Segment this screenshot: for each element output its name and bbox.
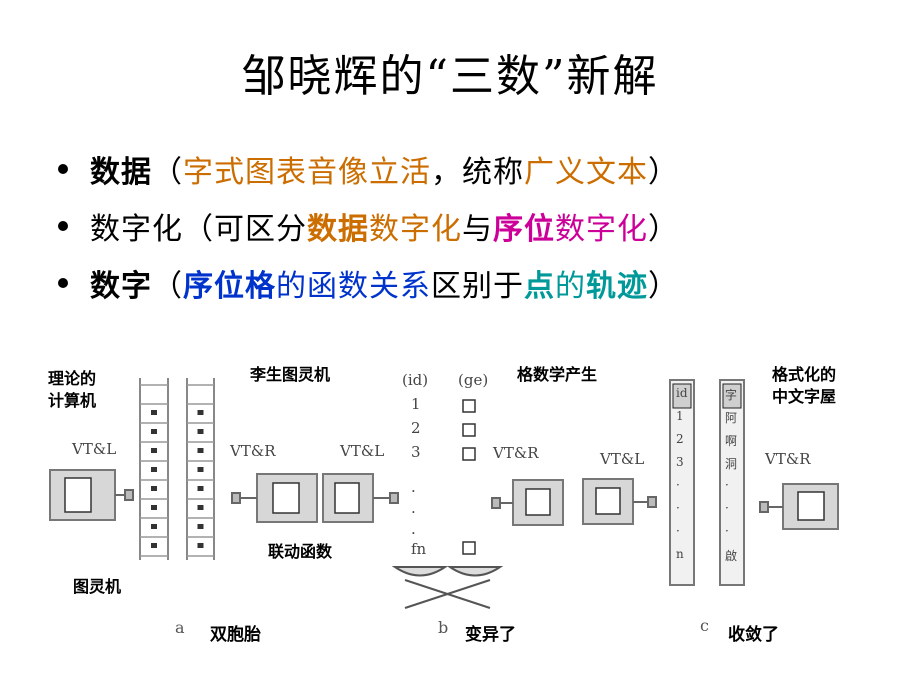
label-linked-function: 联动函数 [268,542,333,561]
caption-c-text: 收敛了 [728,625,779,645]
bullet-text: 数字（序位格的函数关系区别于点的轨迹） [90,261,679,305]
bullet-segment: 数字化（可区分 [90,211,307,247]
id-value: fn [411,540,427,558]
bullet-segment: 数据 [90,154,152,190]
bullet-segment: 字式图表音像立活 [183,154,431,190]
machine-label: VT&R [765,450,811,468]
strip-cell: 字 [725,388,738,402]
strip-cell: 1 [676,409,684,423]
caption-b-letter: b [438,618,449,637]
bullet-segment: 数字化 [555,211,648,247]
label-turing-machine: 图灵机 [73,577,122,596]
slide-title: 邹晓辉的“三数”新解 [241,51,659,102]
strip-cell: id [676,386,688,400]
bullet-segment: ） [648,154,679,190]
bullet-segment: 与 [462,211,493,247]
bullet-text: 数据（字式图表音像立活，统称广义文本） [90,147,679,191]
id-column-header: (id) [402,371,429,389]
bullet-segment: 区别于 [431,268,524,304]
bullet-dot [58,277,68,288]
caption-a-text: 双胞胎 [210,625,261,645]
strip-cell: n [676,547,684,561]
label-chinese-room: 格式化的 中文字屋 [772,365,837,406]
strip-cell: 洞 [725,457,738,471]
bullet-segment: 点 [524,268,555,304]
bullet-segment: 轨迹 [586,268,648,304]
bullet-dot [58,220,68,231]
bullet-segment: ） [648,268,679,304]
bullet-segment: 的函数关系 [276,268,431,304]
bullet-segment: ，统称 [431,154,524,190]
strip-cell: 阿 [725,411,738,425]
machine-label: VT&R [230,442,276,460]
id-value: 3 [411,443,421,461]
id-value: 2 [411,419,421,437]
bullet-segment: 序位 [493,211,555,247]
bullet-segment: 数据 [307,211,369,247]
bullet-list: 数据（字式图表音像立活，统称广义文本） 数字化（可区分数据数字化与序位数字化） … [58,140,878,311]
bullet-dot [58,163,68,174]
bullet-segment: （ [152,154,183,190]
caption-a-letter: a [175,618,185,637]
machine-label: VT&R [493,444,539,462]
caption-b-text: 变异了 [465,625,516,645]
strip-cell: · [676,524,680,538]
bullet-segment: ） [648,211,679,247]
label-twin-turing: 李生图灵机 [250,365,331,384]
strip-cell: · [725,524,729,538]
machine-label: VT&L [72,440,117,458]
bullet-segment: 数字 [90,268,152,304]
id-value: · [411,482,416,500]
machine-label: VT&L [600,450,645,468]
strip-cell: 啟 [725,549,738,563]
strip-cell: · [725,478,729,492]
caption-c-letter: c [700,616,709,635]
id-value: 1 [411,395,421,413]
bullet-digits: 数字（序位格的函数关系区别于点的轨迹） [58,254,878,311]
id-value: · [411,503,416,521]
bullet-segment: 广义文本 [524,154,648,190]
strip-cell: 啊 [725,434,738,448]
machine-label: VT&L [340,442,385,460]
label-grid-math: 格数学产生 [517,365,598,384]
bullet-text: 数字化（可区分数据数字化与序位数字化） [90,204,679,248]
bullet-segment: （ [152,268,183,304]
strip-cell: · [725,501,729,515]
ge-column-header: (ge) [458,371,489,389]
bullet-segment: 序位格 [183,268,276,304]
strip-cell: 2 [676,432,684,446]
strip-cell: · [676,501,680,515]
bullet-segment: 的 [555,268,586,304]
id-value: · [411,524,416,542]
label-theory-computer: 理论的 计算机 [48,369,97,410]
bullet-digitization: 数字化（可区分数据数字化与序位数字化） [58,197,878,254]
strip-cell: 3 [676,455,684,469]
bullet-segment: 数字化 [369,211,462,247]
bullet-data: 数据（字式图表音像立活，统称广义文本） [58,140,878,197]
strip-cell: · [676,478,680,492]
